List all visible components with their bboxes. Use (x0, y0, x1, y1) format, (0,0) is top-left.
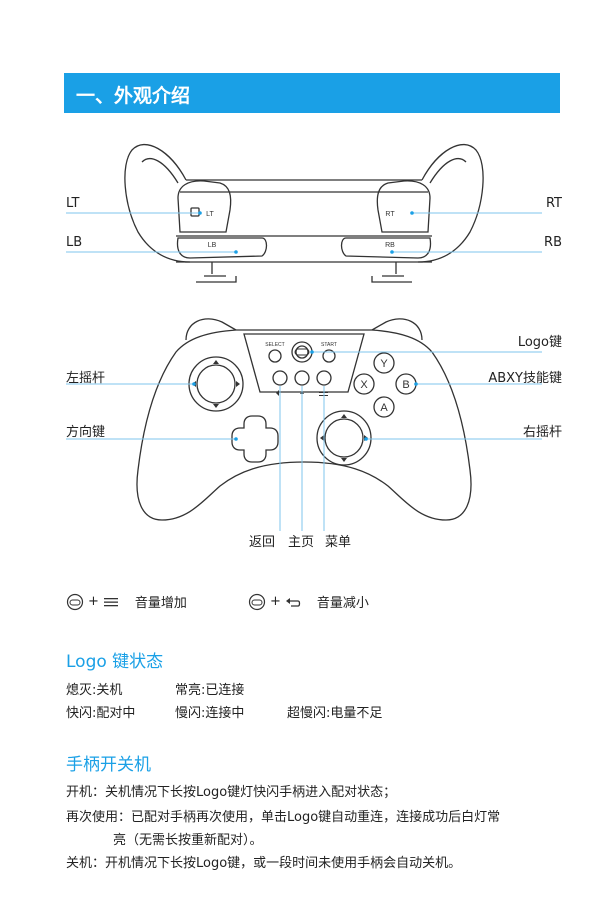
home-button (294, 370, 310, 386)
logo-face-icon (248, 593, 266, 610)
status-off: 熄灭:关机 (66, 683, 123, 698)
power-heading: 手柄开关机 (66, 755, 151, 775)
volume-down-combo: + 音量减小 (248, 592, 369, 611)
start-button (322, 349, 336, 363)
controller-top-view (124, 143, 484, 283)
section-title: 一、外观介绍 (76, 85, 191, 107)
lb-label: LB (66, 235, 83, 250)
logo-status-heading: Logo 键状态 (66, 652, 164, 672)
left-stick-label: 左摇杆 (66, 371, 106, 386)
rb-bumper-mark: RB (385, 242, 395, 249)
lt-trigger (177, 180, 232, 233)
volume-up-label: 音量增加 (134, 596, 187, 611)
left-stick-cap (196, 364, 236, 404)
reuse-line-2: 亮（无需长按重新配对）。 (113, 833, 263, 848)
status-slow: 慢闪:连接中 (175, 706, 245, 721)
x-mark: X (360, 379, 368, 391)
controller-front-view (136, 318, 472, 521)
plus-sign: + (88, 594, 99, 609)
back-arrow-icon (285, 597, 301, 607)
right-stick-ring (316, 410, 372, 466)
a-mark: A (380, 402, 388, 414)
select-mark: SELECT (265, 342, 284, 348)
lt-trigger-mark: LT (206, 211, 214, 218)
controller-illustration: LT RT LB RB SELECT START Y X B A (66, 143, 542, 531)
lt-trigger-mark-icon (190, 207, 200, 217)
menu-button (316, 370, 332, 386)
status-fast: 快闪:配对中 (66, 706, 136, 721)
plus-sign: + (270, 594, 281, 609)
status-very-slow: 超慢闪:电量不足 (287, 706, 383, 721)
menu-label: 菜单 (325, 535, 352, 550)
start-mark: START (321, 342, 337, 348)
rb-label: RB (544, 235, 562, 250)
y-button (373, 352, 395, 374)
rt-label: RT (545, 196, 562, 211)
dpad-label: 方向键 (66, 425, 106, 440)
logo-key-label: Logo键 (517, 335, 562, 350)
x-button (353, 373, 375, 395)
power-off-line: 关机：开机情况下长按Logo键，或一段时间未使用手柄会自动关机。 (66, 856, 462, 871)
a-button (373, 396, 395, 418)
right-stick-cap (324, 418, 364, 458)
rb-bumper (340, 237, 432, 259)
home-label: 主页 (288, 535, 315, 550)
volume-down-label: 音量减小 (316, 596, 369, 611)
reuse-line-1: 再次使用：已配对手柄再次使用，单击Logo键自动重连，连接成功后白灯常 (66, 810, 501, 825)
status-on: 常亮:已连接 (175, 683, 245, 698)
logo-face-icon (66, 593, 84, 610)
y-mark: Y (380, 358, 388, 370)
right-stick-label: 右摇杆 (522, 425, 562, 440)
menu-icon (103, 597, 118, 606)
volume-up-combo: + 音量增加 (66, 592, 187, 611)
lb-bumper (176, 237, 268, 259)
b-mark: B (402, 379, 409, 391)
select-button (268, 349, 282, 363)
rt-trigger (376, 180, 431, 233)
lb-bumper-mark: LB (208, 242, 217, 249)
leader-lines (66, 212, 542, 531)
back-button (272, 370, 288, 386)
back-label: 返回 (249, 535, 276, 550)
abxy-label: ABXY技能键 (488, 371, 562, 386)
controller-body (136, 329, 472, 521)
power-on-line: 开机：关机情况下长按Logo键灯快闪手柄进入配对状态； (66, 785, 397, 800)
rt-trigger-mark: RT (385, 211, 395, 218)
lt-label: LT (66, 196, 80, 211)
section-banner: 一、外观介绍 (64, 73, 560, 113)
dpad (231, 415, 279, 463)
